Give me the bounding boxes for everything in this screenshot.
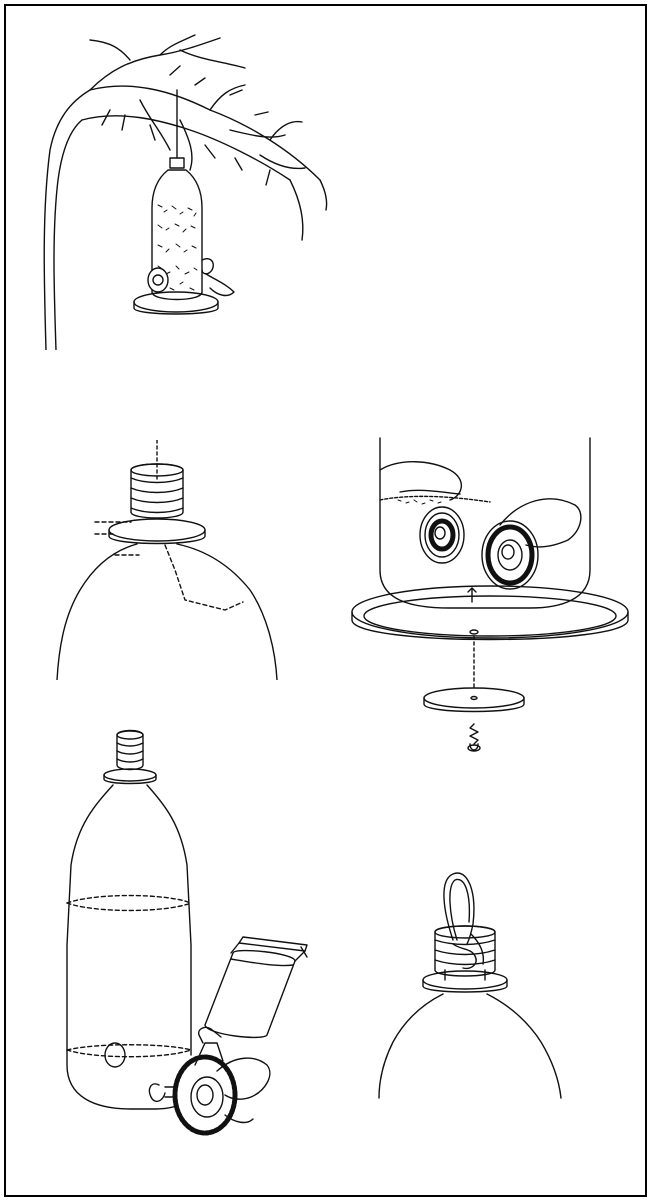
feeder-tray-assembly-illustration [350, 430, 640, 770]
hanging-bird-feeder-illustration [30, 30, 330, 350]
bottle-neck-lid-illustration [55, 440, 285, 680]
bottle-neck-string-loop-illustration [375, 870, 595, 1100]
bottle-with-glue-tube-illustration [55, 725, 315, 1145]
